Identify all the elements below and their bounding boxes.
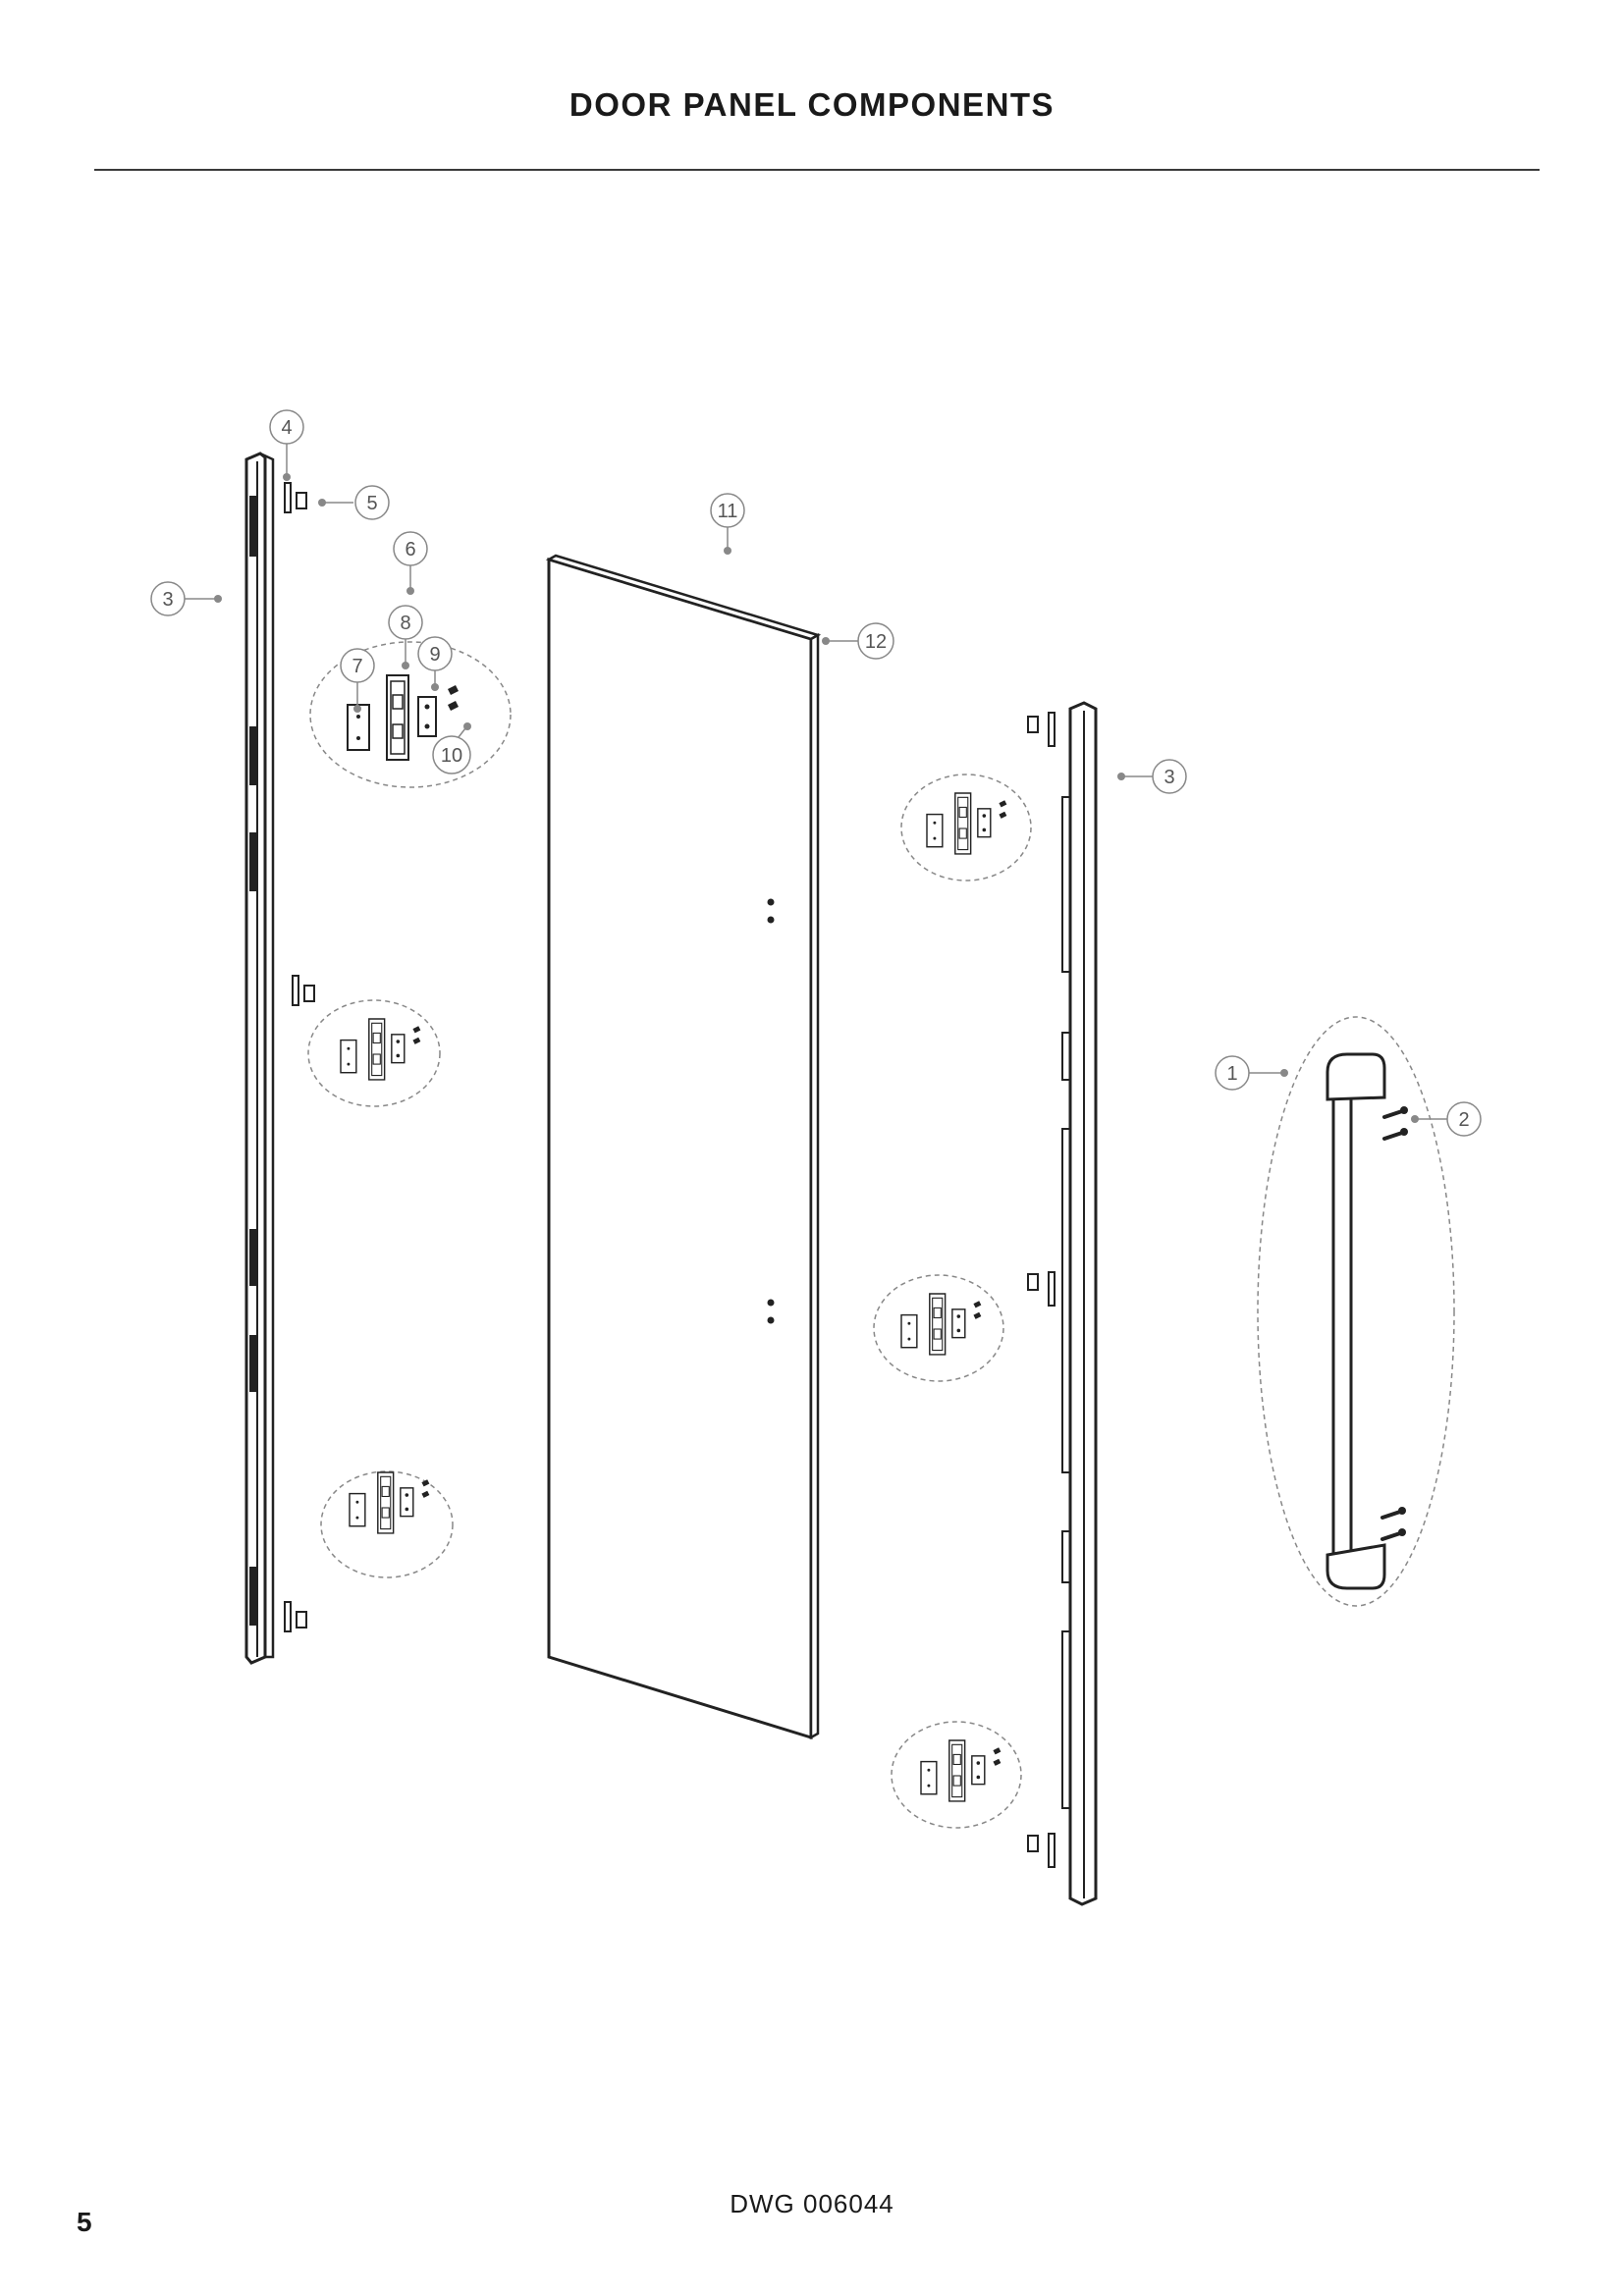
callout-6: 6: [393, 531, 428, 595]
callout-2-label: 2: [1458, 1109, 1469, 1131]
callout-1: 1: [1215, 1055, 1288, 1091]
callout-9: 9: [417, 636, 453, 691]
callout-12: 12: [822, 622, 894, 660]
left-middle-clip: [292, 975, 315, 1006]
left-frame-strip: [244, 452, 275, 1665]
left-hinge-set-middle: [307, 999, 441, 1107]
callout-7-label: 7: [352, 656, 362, 677]
callout-4: 4: [269, 409, 304, 481]
callout-3-right: 3: [1117, 759, 1187, 794]
callout-3-right-label: 3: [1164, 767, 1174, 788]
callout-4-label: 4: [281, 417, 292, 439]
right-hinge-set-middle: [873, 1274, 1004, 1382]
right-frame-strip: [1061, 701, 1098, 1906]
right-top-clip: [1027, 712, 1056, 747]
door-handle: [1257, 1016, 1455, 1607]
callout-9-label: 9: [429, 644, 440, 666]
callout-12-label: 12: [865, 631, 887, 653]
callout-8-label: 8: [400, 613, 410, 634]
callout-1-label: 1: [1226, 1063, 1237, 1085]
left-bottom-clip: [284, 1601, 307, 1632]
right-middle-clip: [1027, 1271, 1056, 1307]
left-hinge-set-bottom: [320, 1470, 454, 1578]
callout-7: 7: [340, 648, 375, 713]
callout-3-left-label: 3: [162, 589, 173, 611]
callout-10: 10: [432, 722, 471, 774]
left-top-clip: [284, 482, 307, 513]
callout-5-label: 5: [366, 493, 377, 514]
title-divider: [94, 169, 1540, 171]
callout-10-label: 10: [441, 745, 462, 767]
hinge-set-detail: [309, 641, 512, 788]
drawing-number: DWG 006044: [730, 2189, 894, 2218]
handle-screws: [1380, 1106, 1408, 1541]
callout-11: 11: [710, 493, 745, 555]
callout-3-left: 3: [150, 581, 222, 616]
right-hinge-set-bottom: [891, 1721, 1022, 1829]
page-number: 5: [77, 2207, 92, 2237]
callout-5: 5: [318, 485, 390, 520]
page-title: DOOR PANEL COMPONENTS: [568, 86, 1056, 123]
right-bottom-clip: [1027, 1833, 1056, 1868]
callout-8: 8: [388, 605, 423, 669]
callout-2: 2: [1411, 1101, 1482, 1137]
right-hinge-set-top: [900, 774, 1032, 881]
door-panel: [545, 554, 822, 1740]
callout-6-label: 6: [405, 539, 415, 561]
callout-11-label: 11: [718, 501, 738, 522]
